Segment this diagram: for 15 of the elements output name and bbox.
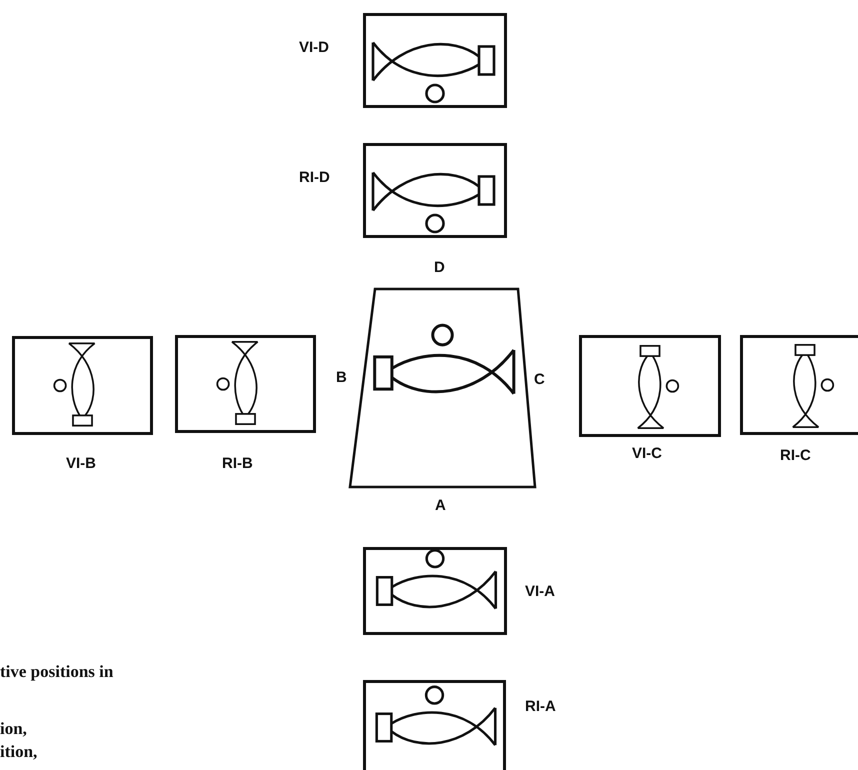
- caption-fragment: tive positions in: [0, 663, 114, 680]
- panel-label: RI-C: [780, 448, 811, 463]
- panel-label: VI-A: [525, 584, 555, 599]
- panel-label: RI-D: [299, 170, 330, 185]
- panel-label: B: [336, 370, 347, 385]
- caption-fragment: ition,: [0, 743, 38, 760]
- panel-label: VI-B: [66, 456, 96, 471]
- panel-label: D: [434, 260, 445, 275]
- panel-label: VI-C: [632, 446, 662, 461]
- panel-label: RI-A: [525, 699, 556, 714]
- panel-label: VI-D: [299, 40, 329, 55]
- panel-label: RI-B: [222, 456, 253, 471]
- panel-label: C: [534, 372, 545, 387]
- panel-label: A: [435, 498, 446, 513]
- caption-fragment: ion,: [0, 720, 27, 737]
